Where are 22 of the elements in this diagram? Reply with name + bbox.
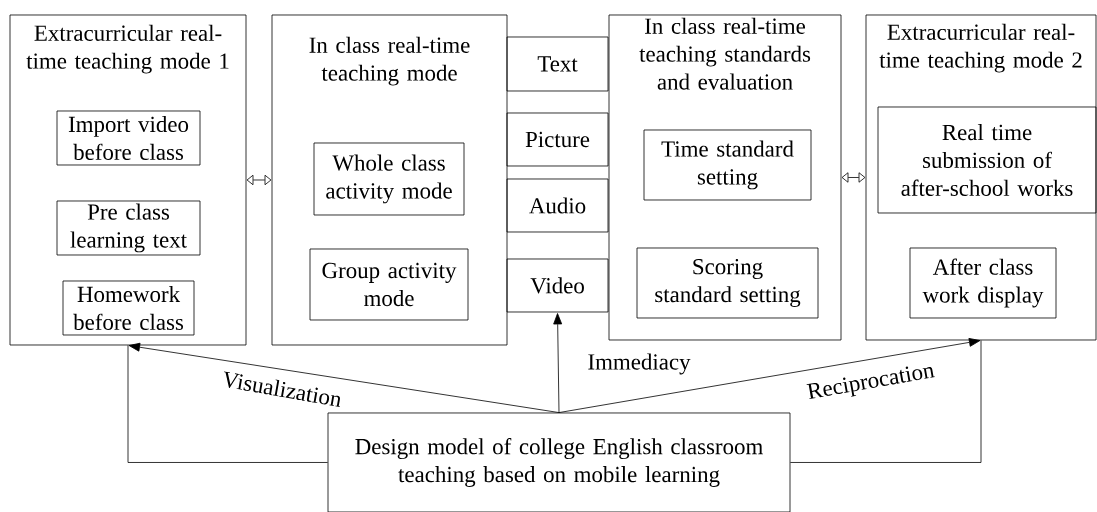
arrow <box>841 172 866 183</box>
process-box: Time standard setting <box>643 129 812 201</box>
arrow <box>553 313 563 413</box>
process-box: Text <box>506 36 609 92</box>
process-box: Design model of college English classroom teaching based on mobile learning <box>327 412 791 512</box>
process-box: Pre class learning text <box>56 200 201 256</box>
process-box: After class work display <box>909 247 1057 319</box>
arrow <box>128 342 560 413</box>
process-box: Import video before class <box>56 110 201 166</box>
process-box: Homework before class <box>62 280 195 336</box>
edge-label: Reciprocation <box>804 360 938 406</box>
process-box: Group activity mode <box>309 248 469 321</box>
process-box: Video <box>506 258 609 313</box>
edge-label: Visualization <box>219 369 345 409</box>
arrow <box>246 174 272 186</box>
process-box: Whole class activity mode <box>313 142 465 216</box>
process-box: Scoring standard setting <box>636 247 819 319</box>
process-box: Real time submission of after-school works <box>877 106 1097 214</box>
arrow <box>558 338 981 413</box>
process-box: Audio <box>506 178 609 233</box>
process-box: Picture <box>506 112 609 167</box>
edge-label: Immediacy <box>586 352 692 376</box>
